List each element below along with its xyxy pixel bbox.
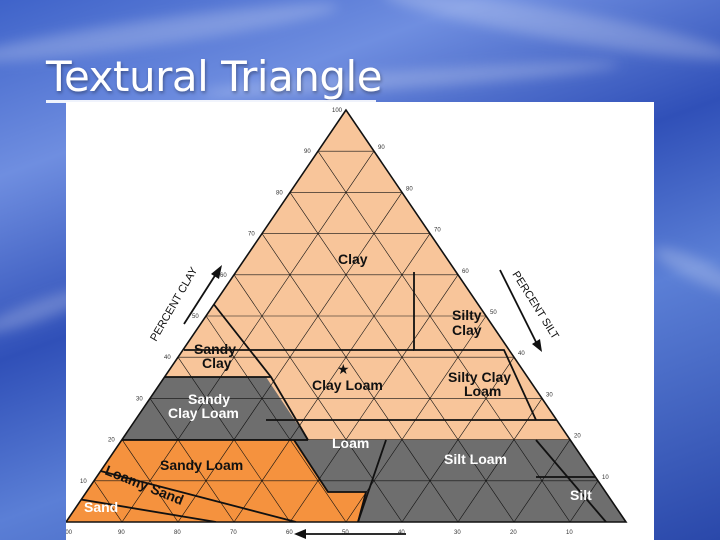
clay-axis-tick-label: 40 bbox=[164, 355, 171, 361]
region-label-sandy-clay-loam-line2: Clay Loam bbox=[168, 405, 239, 421]
region-label-clay: Clay bbox=[338, 251, 368, 267]
region-label-sand: Sand bbox=[84, 499, 118, 515]
region-label-sandy-loam: Sandy Loam bbox=[160, 457, 243, 473]
silt-axis-arrow-line bbox=[499, 269, 537, 343]
silt-axis-tick-label: 10 bbox=[602, 475, 609, 481]
grid-line bbox=[93, 480, 123, 522]
clay-axis-tick-label: 30 bbox=[136, 396, 143, 402]
background-streak bbox=[650, 239, 720, 303]
background-streak bbox=[380, 0, 720, 72]
clay-axis-tick-label: 10 bbox=[80, 479, 87, 485]
sand-axis-tick-label: 60 bbox=[286, 530, 293, 536]
silt-axis-tick-label: 20 bbox=[574, 434, 581, 440]
sand-axis-tick-label: 40 bbox=[398, 530, 405, 536]
region-label-sandy-clay-line1: Sandy bbox=[194, 341, 236, 357]
sand-axis-ticks: 100 90 80 70 60 50 40 30 20 10 bbox=[66, 530, 573, 536]
grid-line bbox=[233, 233, 431, 522]
region-label-silt: Silt bbox=[570, 487, 592, 503]
sand-axis-tick-label: 90 bbox=[118, 530, 125, 536]
silt-axis-tick-label: 80 bbox=[406, 186, 413, 192]
clay-axis-tick-label: 70 bbox=[248, 232, 255, 238]
silt-axis-tick-label: 70 bbox=[434, 228, 441, 234]
sand-axis-tick-label: 10 bbox=[566, 530, 573, 536]
silt-axis: PERCENT SILT bbox=[499, 269, 561, 352]
clay-axis-tick-label: 100 bbox=[332, 108, 343, 114]
sand-axis-tick-label: 80 bbox=[174, 530, 181, 536]
silty-clay-loam-region bbox=[414, 350, 536, 420]
region-label-loam: Loam bbox=[332, 435, 369, 451]
grid-line bbox=[289, 192, 515, 522]
silt-axis-arrow-head bbox=[532, 339, 542, 352]
silt-axis-tick-label: 90 bbox=[378, 145, 385, 151]
sand-axis-tick-label: 30 bbox=[454, 530, 461, 536]
clay-axis-title: PERCENT CLAY bbox=[148, 265, 200, 344]
region-label-sandy-clay-loam-line1: Sandy bbox=[188, 391, 230, 407]
sand-axis-tick-label: 50 bbox=[342, 530, 349, 536]
silt-axis-tick-label: 60 bbox=[462, 269, 469, 275]
clay-axis-tick-label: 90 bbox=[304, 149, 311, 155]
sand-axis-tick-label: 100 bbox=[66, 530, 73, 536]
sand-axis-arrow bbox=[294, 529, 406, 539]
star-icon: ★ bbox=[337, 361, 350, 377]
region-label-silty-clay-line1: Silty bbox=[452, 307, 482, 323]
region-label-silty-clay-loam-line1: Silty Clay bbox=[448, 369, 511, 385]
region-label-clay-loam: Clay Loam bbox=[312, 377, 383, 393]
grid-line bbox=[121, 151, 375, 522]
grid-line bbox=[261, 233, 459, 522]
clay-axis-arrow-head bbox=[211, 265, 222, 279]
silt-axis-tick-label: 50 bbox=[490, 310, 497, 316]
region-label-silty-clay-loam-line2: Loam bbox=[464, 383, 501, 399]
region-label-sandy-clay-line2: Clay bbox=[202, 355, 232, 371]
sand-axis-tick-label: 20 bbox=[510, 530, 517, 536]
grid-line bbox=[317, 151, 571, 522]
title-underline bbox=[46, 100, 376, 103]
clay-axis-tick-label: 20 bbox=[108, 438, 115, 444]
grid-line bbox=[457, 398, 543, 522]
sand-axis-tick-label: 70 bbox=[230, 530, 237, 536]
clay-axis-ticks: 100 90 80 70 60 50 40 30 20 10 bbox=[80, 108, 343, 485]
slide-title: Textural Triangle bbox=[46, 52, 383, 101]
grid-line bbox=[569, 480, 599, 522]
silt-axis-tick-label: 30 bbox=[546, 392, 553, 398]
clay-axis-tick-label: 80 bbox=[276, 190, 283, 196]
triangle-outline bbox=[66, 108, 628, 523]
grid-line bbox=[177, 192, 403, 522]
silt-axis-ticks: 90 80 70 60 50 40 30 20 10 bbox=[378, 145, 609, 481]
silt-axis-tick-label: 40 bbox=[518, 351, 525, 357]
region-label-silty-clay-line2: Clay bbox=[452, 322, 482, 338]
clay-axis-tick-label: 60 bbox=[220, 273, 227, 279]
clay-axis-arrow-line bbox=[183, 273, 217, 325]
clay-axis-tick-label: 50 bbox=[192, 314, 199, 320]
region-label-silt-loam: Silt Loam bbox=[444, 451, 507, 467]
